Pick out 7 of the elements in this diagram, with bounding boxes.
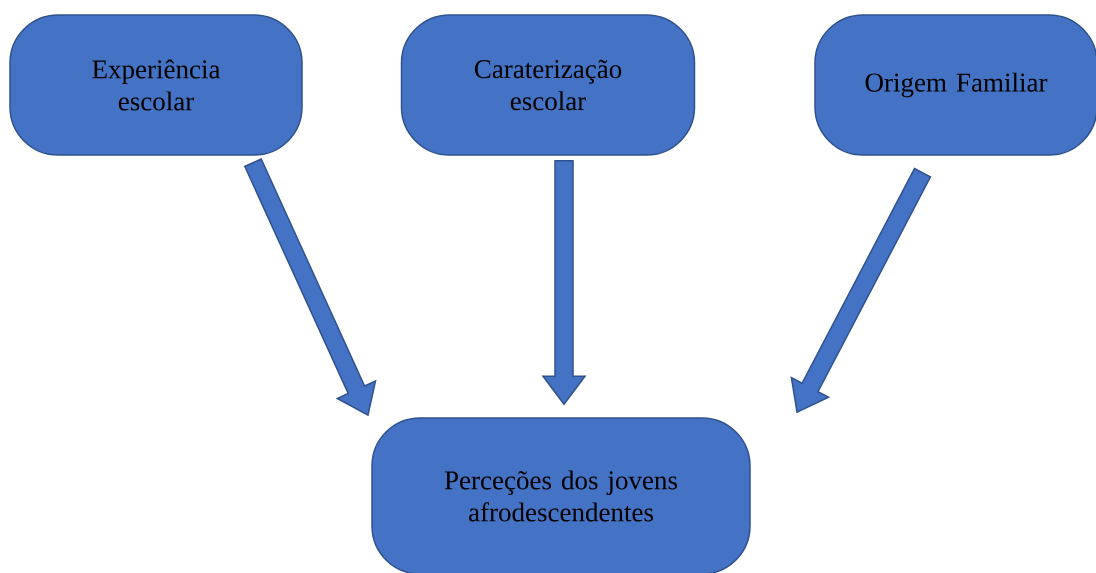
rounded-box: Perceções dos jovens afrodescendentes xyxy=(371,417,751,573)
block-arrow xyxy=(243,158,377,417)
block-arrow xyxy=(790,167,932,414)
rounded-box: Experiência escolar xyxy=(9,14,303,156)
block-arrow xyxy=(541,160,587,406)
rounded-box: Caraterização escolar xyxy=(400,14,696,156)
rounded-box: Origem Familiar xyxy=(814,14,1096,156)
